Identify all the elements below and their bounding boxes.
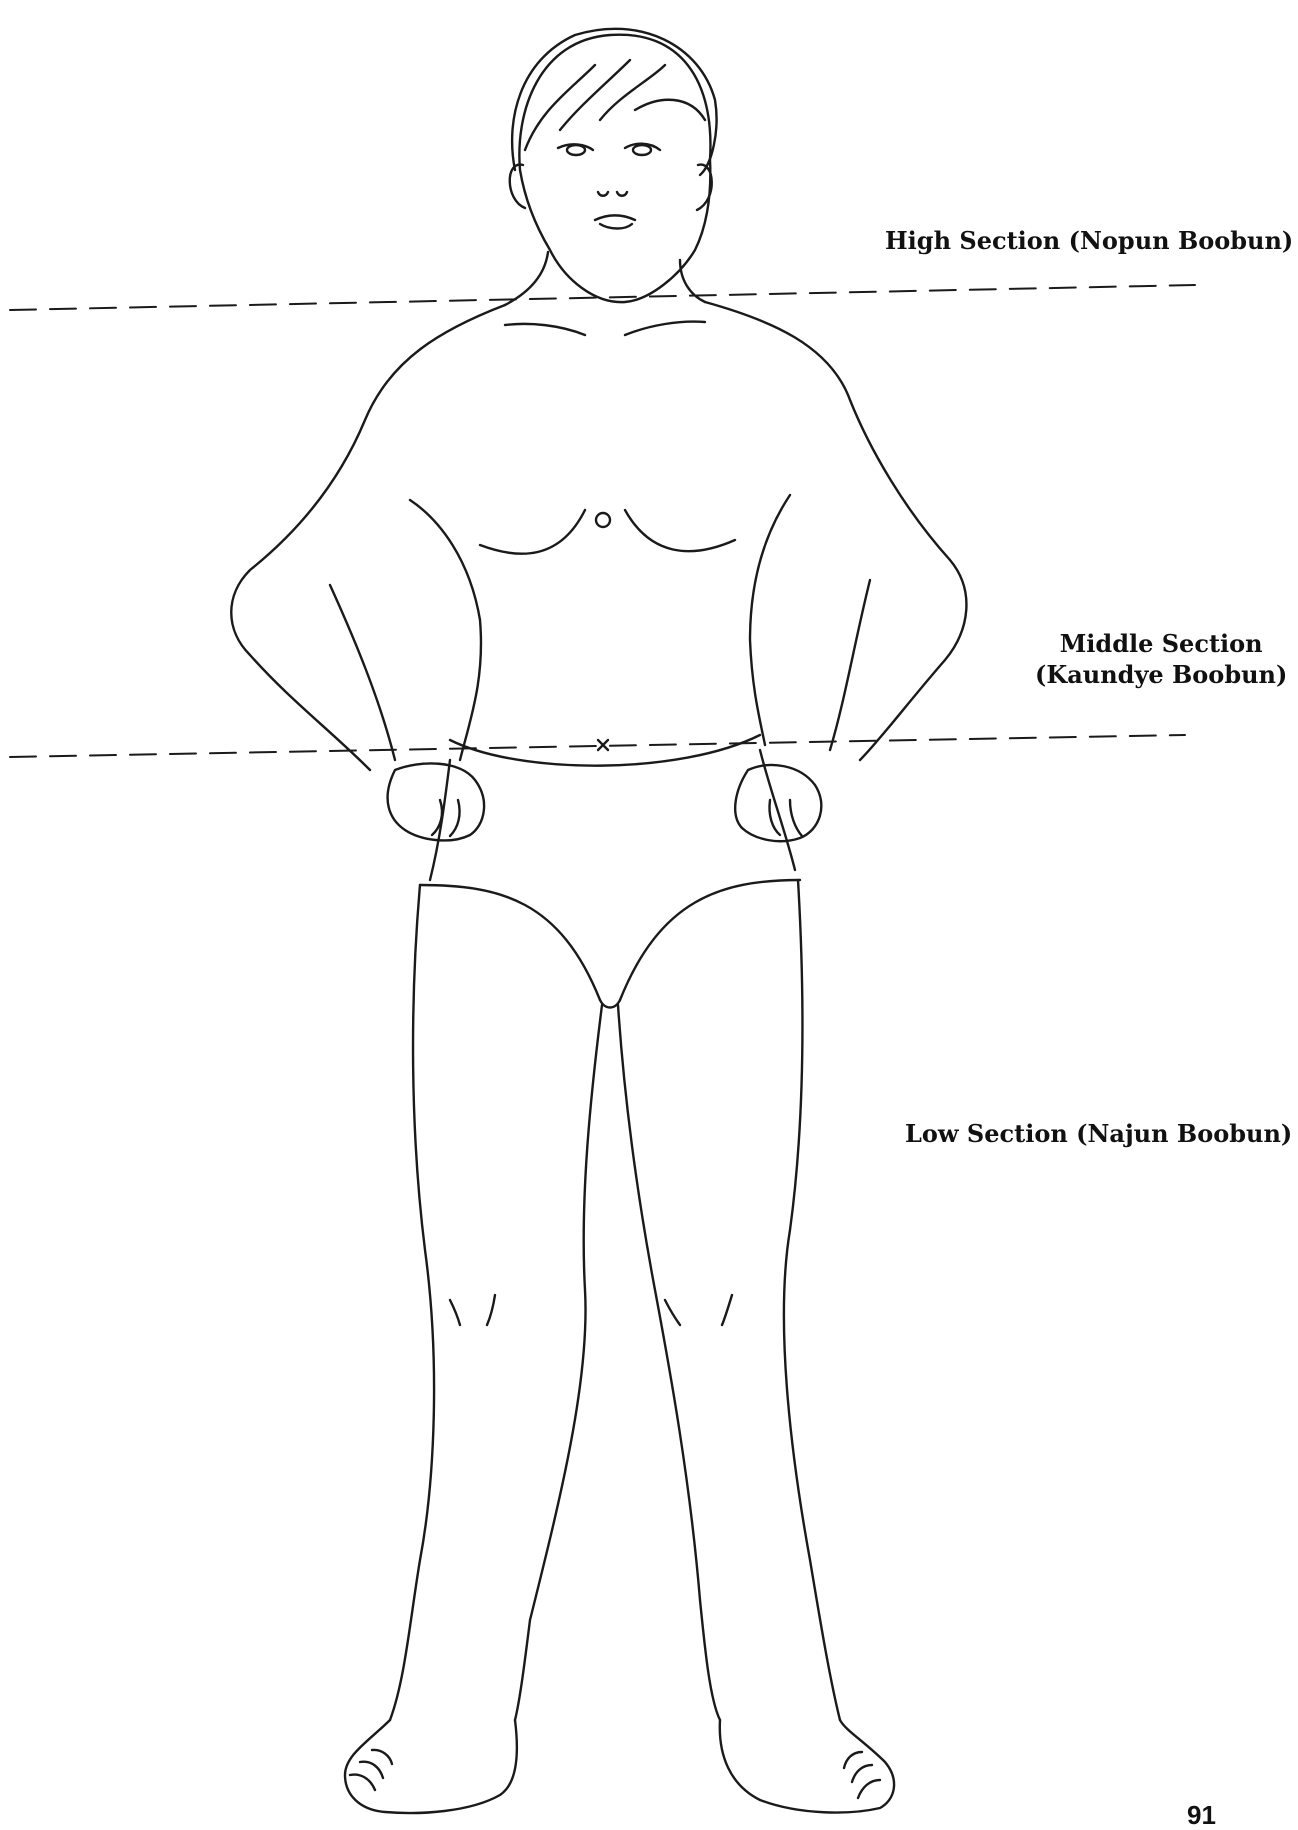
high-section-divider <box>10 285 1195 310</box>
high-section-label: High Section (Nopun Boobun) <box>885 225 1293 256</box>
mouth <box>595 216 635 221</box>
neck <box>505 252 548 305</box>
page-number: 91 <box>1187 1800 1216 1830</box>
middle-section-label-line1: Middle Section <box>1035 628 1287 659</box>
middle-section-divider <box>10 735 1185 757</box>
low-section-label-text: Low Section (Najun Boobun) <box>905 1119 1292 1148</box>
high-section-label-text: High Section (Nopun Boobun) <box>885 226 1293 255</box>
low-section-label: Low Section (Najun Boobun) <box>905 1118 1292 1149</box>
middle-section-label-line2: (Kaundye Boobun) <box>1035 659 1287 690</box>
sternum-mark <box>596 513 610 527</box>
fists <box>388 763 822 841</box>
feet <box>345 1720 894 1813</box>
briefs <box>420 750 800 1008</box>
navel-mark <box>598 740 608 750</box>
head <box>510 29 717 302</box>
nose <box>598 192 608 196</box>
torso-and-arms <box>231 302 966 770</box>
middle-section-label: Middle Section (Kaundye Boobun) <box>1035 628 1287 690</box>
